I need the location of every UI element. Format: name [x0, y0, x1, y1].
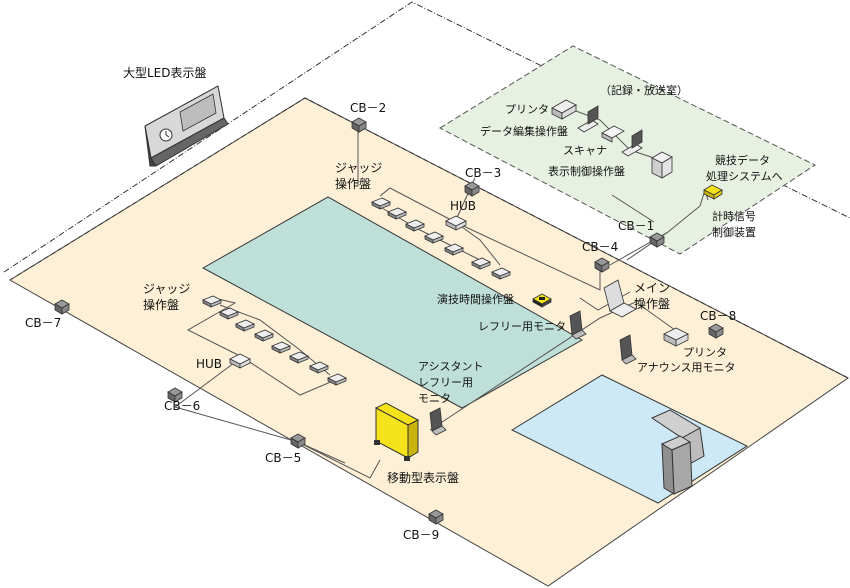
- connection-box-icon: [649, 232, 665, 248]
- keypad-icon: [289, 351, 309, 364]
- connection-box-icon: [290, 433, 306, 449]
- keypad-icon: [271, 341, 291, 354]
- mobile-display-label: 移動型表示盤: [387, 471, 459, 485]
- computer-icon: [621, 129, 643, 157]
- connection-box-icon: [167, 387, 183, 403]
- timing-label-2: 制御装置: [712, 225, 756, 239]
- connection-box-icon: [428, 509, 444, 525]
- keypad-icon: [444, 243, 464, 256]
- judge-top-label-2: 操作盤: [335, 176, 371, 191]
- printer-icon: [551, 99, 577, 120]
- performance-time-panel-icon: [532, 293, 552, 308]
- server-icon: [651, 151, 673, 179]
- keypad-icon: [202, 295, 222, 308]
- cb4-label: CB－4: [582, 240, 618, 254]
- assistant-label-3: モニタ: [418, 392, 451, 405]
- announce-monitor-label: アナウンス用モニタ: [637, 361, 736, 374]
- diving-tower-icon: [650, 409, 705, 495]
- connection-box-icon: [708, 323, 724, 339]
- connection-box-icon: [54, 299, 70, 315]
- keypad-icon: [235, 319, 255, 332]
- monitor-icon: [569, 310, 587, 340]
- mobile-display-board: [374, 402, 420, 461]
- cb7-label: CB－7: [25, 316, 61, 330]
- connection-box-icon: [594, 257, 610, 273]
- judge-top-label-1: ジャッジ: [335, 161, 382, 175]
- keypad-icon: [219, 307, 239, 320]
- keypad-icon: [327, 373, 347, 386]
- booth-printer-label: プリンタ: [505, 103, 549, 116]
- connection-box-icon: [351, 117, 367, 133]
- booth-label: （記録・放送室）: [600, 83, 688, 97]
- judge-panel-group-top: [371, 197, 511, 280]
- main-pool: [201, 196, 584, 409]
- judge-left-label-1: ジャッジ: [143, 282, 190, 296]
- computer-icon: [577, 105, 599, 133]
- judge-panel-group-left: [202, 295, 347, 386]
- hub-top-label: HUB: [450, 199, 476, 213]
- monitor-icon: [429, 407, 447, 436]
- cb9-label: CB－9: [403, 528, 439, 542]
- referee-monitor-label: レフリー用モニタ: [478, 320, 566, 333]
- printer-icon: [663, 327, 689, 347]
- scanner-label: スキャナ: [563, 144, 607, 157]
- cb6-label: CB－6: [164, 399, 200, 413]
- main-panel-label-1: メイン: [634, 281, 670, 295]
- connection-boxes: [54, 117, 724, 525]
- hub-icon: [229, 353, 251, 369]
- monitor-icon: [619, 334, 637, 365]
- connection-box-icon: [464, 181, 480, 197]
- keypad-icon: [254, 329, 274, 342]
- assistant-label-2: レフリー用: [418, 376, 473, 389]
- main-panel-label-2: 操作盤: [634, 296, 670, 311]
- display-control-label: 表示制御操作盤: [548, 164, 625, 178]
- led-display-board: [144, 85, 229, 167]
- timing-controller-icon: [703, 184, 723, 200]
- booth-devices: [551, 99, 723, 200]
- keypad-icon: [424, 231, 444, 244]
- competition-data-label-2: 処理システムへ: [706, 170, 783, 183]
- cb2-label: CB－2: [350, 101, 386, 115]
- timing-label-1: 計時信号: [712, 209, 756, 223]
- led-board-label: 大型LED表示盤: [123, 66, 207, 80]
- hub-left-label: HUB: [196, 357, 222, 371]
- keypad-icon: [387, 207, 407, 220]
- cb5-label: CB－5: [265, 451, 301, 465]
- cb3-label: CB－3: [465, 166, 501, 180]
- keypad-icon: [491, 267, 511, 280]
- keypad-icon: [309, 361, 329, 374]
- cb8-label: CB－8: [700, 309, 736, 323]
- data-editor-label: データ編集操作盤: [480, 124, 568, 138]
- judge-left-label-2: 操作盤: [143, 297, 179, 312]
- assistant-label-1: アシスタント: [418, 360, 484, 373]
- main-panel-icon: [603, 279, 637, 318]
- floor-printer-label: プリンタ: [683, 346, 727, 359]
- floor-dashed-edge-top: [9, 97, 849, 379]
- keypad-icon: [405, 219, 425, 232]
- perf-time-label: 演技時間操作盤: [437, 292, 514, 306]
- scanner-icon: [601, 125, 625, 143]
- keypad-icon: [471, 257, 491, 270]
- cb1-label: CB－1: [618, 219, 654, 233]
- competition-data-label-1: 競技データ: [715, 153, 770, 167]
- hub-icon: [445, 215, 467, 231]
- keypad-icon: [371, 197, 391, 210]
